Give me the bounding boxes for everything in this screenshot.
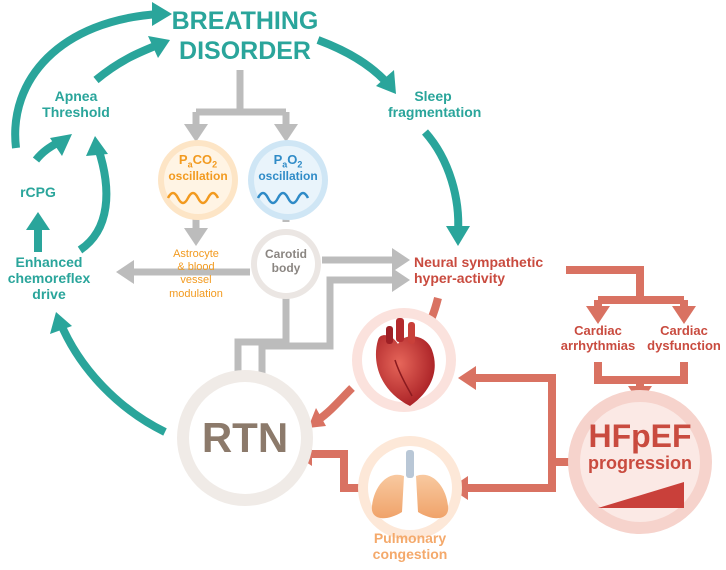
teal-arrows	[11, 10, 463, 436]
arrowhead-breathing-left2	[148, 36, 170, 58]
pao2-wave	[256, 191, 310, 205]
pao2-formula: PaO2	[273, 152, 303, 170]
carotid-body-label: Carotid body	[265, 247, 307, 275]
arrow-breathing-to-sleep	[316, 36, 391, 87]
arrowhead-sleep	[376, 70, 396, 94]
hfpef-label: HFpEF progression	[587, 418, 693, 473]
cardiac-arrhythmias-label: Cardiac arrhythmias	[560, 323, 636, 353]
lungs-icon	[371, 450, 449, 519]
arrow-apnea-to-breathing	[93, 40, 162, 84]
arrowhead-rcpg	[26, 212, 50, 230]
paco2-formula: PaCO2	[178, 152, 218, 170]
paco2-wave	[166, 191, 220, 205]
red-neural-right	[566, 266, 644, 300]
paco2-circle-inner	[164, 146, 232, 214]
rtn-label: RTN	[201, 414, 289, 461]
heart-icon	[375, 318, 435, 406]
breathing-disorder-title: BREATHING DISORDER	[171, 7, 319, 65]
red-lungs-to-rtn	[306, 450, 364, 492]
teal-arrowheads	[26, 2, 470, 334]
arrowhead-neural	[446, 226, 470, 246]
paco2-label: PaCO2 oscillation	[163, 152, 233, 184]
cardiac-dysfunction-label: Cardiac dysfunction	[647, 323, 721, 353]
apnea-threshold-label: Apnea Threshold	[42, 88, 110, 121]
sleep-fragmentation-label: Sleep fragmentation	[388, 88, 482, 121]
arrowhead-apnea-from-rcpg	[50, 134, 72, 156]
carotid-circle-inner	[257, 235, 315, 293]
arrow-rcpg-to-breathing	[11, 10, 161, 149]
arrowhead-apnea-from-chemo	[86, 136, 108, 156]
rtn-circle-inner	[189, 382, 301, 494]
hfpef-progress-wedge	[598, 482, 684, 508]
pulmonary-congestion-label: Pulmonary congestion	[372, 530, 448, 563]
red-heart-to-rtn	[315, 385, 355, 424]
arrow-rtn-to-chemo	[56, 320, 167, 436]
red-hfpef-to-heart	[470, 374, 556, 492]
arrow-sleep-to-neural	[421, 129, 463, 233]
red-arrhythmia-down	[594, 362, 640, 384]
neural-sympathetic-label: Neural sympathetic hyper-activity	[414, 254, 544, 287]
grey-neural-to-rtn-a	[258, 276, 398, 412]
pao2-circle-inner	[254, 146, 322, 214]
chemoreflex-label: Enhanced chemoreflex drive	[7, 254, 91, 303]
arrow-chemo-to-apnea	[77, 146, 111, 254]
pao2-label: PaO2 oscillation	[253, 152, 323, 184]
arrowhead-breathing-left	[152, 2, 172, 26]
arrowhead-chemo	[50, 312, 72, 334]
red-hfpef-to-lungs	[462, 462, 556, 492]
rcpg-label: rCPG	[20, 184, 56, 200]
astrocyte-label: Astrocyte & blood vessel modulation	[169, 248, 223, 300]
